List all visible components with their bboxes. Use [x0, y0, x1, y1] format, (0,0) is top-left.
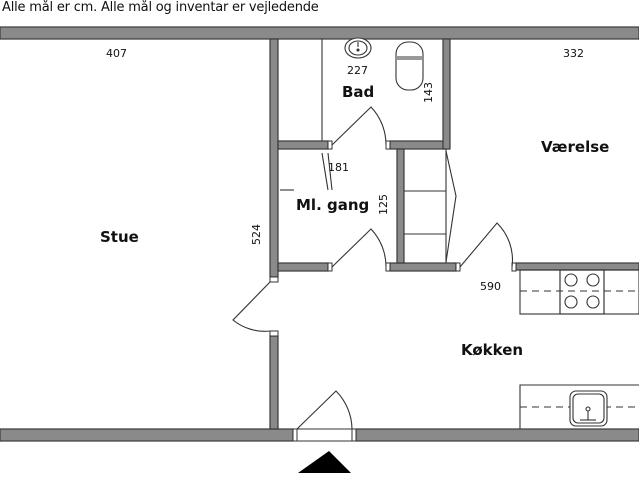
wall-top — [0, 26, 639, 40]
wall-bottom-right — [355, 428, 639, 442]
wall-stue-upper — [269, 38, 279, 278]
wall-vaerelse-bottom — [515, 262, 639, 271]
wall-closet — [396, 148, 405, 264]
room-label-ml-gang: Ml. gang — [296, 196, 370, 214]
dim-stue-depth: 524 — [250, 224, 263, 245]
dim-bad-width: 227 — [347, 64, 368, 77]
room-label-koekken: Køkken — [461, 341, 524, 359]
dim-vaerelse-width: 332 — [563, 47, 584, 60]
wall-gang-bottom-right — [389, 262, 457, 272]
room-label-stue: Stue — [100, 228, 139, 246]
toilet-icon — [395, 41, 424, 91]
washbasin-icon — [344, 37, 372, 59]
dim-bad-depth: 143 — [422, 82, 435, 103]
dim-gang-width: 181 — [328, 161, 349, 174]
dim-gang-depth: 125 — [377, 194, 390, 215]
wall-stue-lower — [269, 335, 279, 430]
wall-bad-vaerelse — [442, 38, 451, 150]
dim-koekken-width: 590 — [480, 280, 501, 293]
dim-stue-width: 407 — [106, 47, 127, 60]
wall-bottom-left — [0, 428, 294, 442]
room-label-vaerelse: Værelse — [541, 138, 610, 156]
stove-icon — [559, 269, 605, 315]
wall-bad-gang-left — [277, 140, 329, 150]
disclaimer-note: Alle mål er cm. Alle mål og inventar er … — [2, 0, 319, 15]
kitchen-sink-icon — [569, 390, 608, 427]
room-label-bad: Bad — [342, 83, 375, 101]
wall-bad-gang-right — [389, 140, 447, 150]
wall-gang-bottom-left — [277, 262, 329, 272]
entrance-arrow-icon — [298, 451, 351, 473]
